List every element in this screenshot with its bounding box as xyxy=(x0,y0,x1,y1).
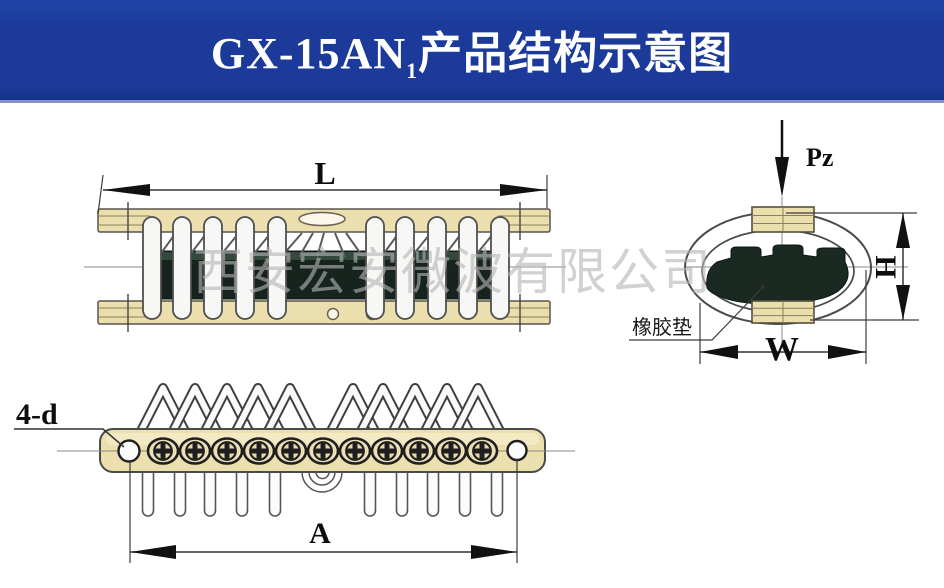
dimension-A: A xyxy=(129,459,518,563)
holes-4d-label: 4-d xyxy=(16,398,58,431)
mount-hole-right xyxy=(506,439,528,462)
lower-plate xyxy=(97,300,551,325)
mount-hole-left xyxy=(117,439,141,463)
page-title-text: 产品结构示意图 xyxy=(418,28,734,78)
page-title-subscript: 1 xyxy=(406,57,419,83)
plate-slot xyxy=(298,211,346,227)
dimension-L: L xyxy=(97,155,548,215)
wire-diagonals xyxy=(158,232,494,258)
page-title: GX-15AN1产品结构示意图 xyxy=(211,17,733,84)
dim-W-label: W xyxy=(765,331,799,368)
rubber-core-top xyxy=(154,252,504,260)
center-loop-arcs xyxy=(301,471,343,493)
screws-row xyxy=(148,439,497,464)
load-Pz-label: Pz xyxy=(806,143,833,172)
dimension-H: H xyxy=(786,212,919,321)
holes-callout: 4-d xyxy=(14,398,125,448)
clamp-top xyxy=(751,206,815,233)
upper-coil-zigzag xyxy=(140,388,501,433)
dim-H-label: H xyxy=(869,255,902,278)
watermark-text: 西安宏安微波有限公司 xyxy=(193,244,713,300)
load-arrow-Pz: Pz xyxy=(775,120,833,197)
dimension-W: W xyxy=(699,270,867,368)
center-ticks xyxy=(127,202,521,332)
clamp-bottom xyxy=(751,300,815,324)
top-view-drawing: 4-d A xyxy=(14,388,575,563)
plate-stud-lines xyxy=(98,215,550,318)
page-title-model: GX-15AN xyxy=(210,28,407,78)
end-view-drawing: Pz H W 橡胶垫 xyxy=(629,120,919,368)
side-view-drawing: L xyxy=(84,155,566,332)
rubber-pad-shape xyxy=(706,244,849,305)
header-banner: GX-15AN1产品结构示意图 xyxy=(0,0,944,103)
dim-L-label: L xyxy=(314,155,335,191)
rubber-pad-callout: 橡胶垫 xyxy=(629,285,765,341)
dim-A-label: A xyxy=(309,517,331,550)
plate-hole-left xyxy=(326,307,340,321)
rubber-pad-label: 橡胶垫 xyxy=(632,316,692,339)
